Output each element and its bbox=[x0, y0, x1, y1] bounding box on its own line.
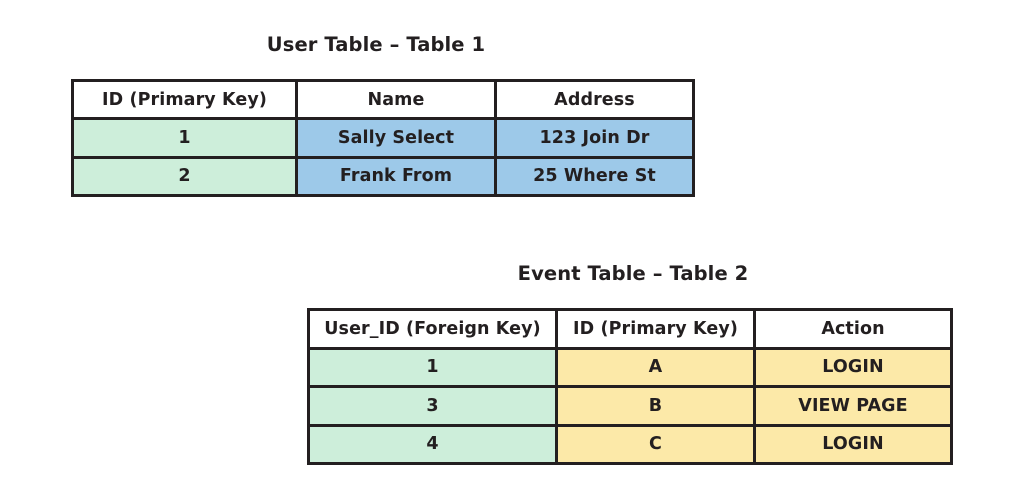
column-header-action: Action bbox=[756, 311, 950, 347]
cell-event-id: A bbox=[558, 349, 753, 385]
cell-event-id: C bbox=[558, 426, 753, 462]
cell-user-id: 1 bbox=[74, 120, 295, 156]
table-row: 2 Frank From 25 Where St bbox=[74, 158, 692, 194]
cell-user-id: 2 bbox=[74, 158, 295, 194]
cell-user-name: Frank From bbox=[298, 158, 494, 194]
table-row: 1 Sally Select 123 Join Dr bbox=[74, 120, 692, 156]
cell-event-action: LOGIN bbox=[756, 349, 950, 385]
cell-event-user-id: 3 bbox=[310, 388, 555, 424]
column-header-address: Address bbox=[497, 82, 692, 118]
cell-event-id: B bbox=[558, 388, 753, 424]
cell-user-address: 25 Where St bbox=[497, 158, 692, 194]
column-header-user-id-foreign-key: User_ID (Foreign Key) bbox=[310, 311, 555, 347]
event-table-title: Event Table – Table 2 bbox=[517, 262, 749, 285]
user-table-title: User Table – Table 1 bbox=[266, 33, 486, 56]
cell-user-name: Sally Select bbox=[298, 120, 494, 156]
cell-user-address: 123 Join Dr bbox=[497, 120, 692, 156]
cell-event-action: VIEW PAGE bbox=[756, 388, 950, 424]
table-row: 1 A LOGIN bbox=[310, 349, 950, 385]
table-header-row: ID (Primary Key) Name Address bbox=[74, 82, 692, 118]
table-header-row: User_ID (Foreign Key) ID (Primary Key) A… bbox=[310, 311, 950, 347]
column-header-id-primary-key: ID (Primary Key) bbox=[74, 82, 295, 118]
user-table: ID (Primary Key) Name Address 1 Sally Se… bbox=[71, 79, 695, 197]
table-row: 3 B VIEW PAGE bbox=[310, 388, 950, 424]
cell-event-action: LOGIN bbox=[756, 426, 950, 462]
cell-event-user-id: 4 bbox=[310, 426, 555, 462]
event-table: User_ID (Foreign Key) ID (Primary Key) A… bbox=[307, 308, 953, 465]
column-header-name: Name bbox=[298, 82, 494, 118]
cell-event-user-id: 1 bbox=[310, 349, 555, 385]
table-row: 4 C LOGIN bbox=[310, 426, 950, 462]
column-header-id-primary-key: ID (Primary Key) bbox=[558, 311, 753, 347]
